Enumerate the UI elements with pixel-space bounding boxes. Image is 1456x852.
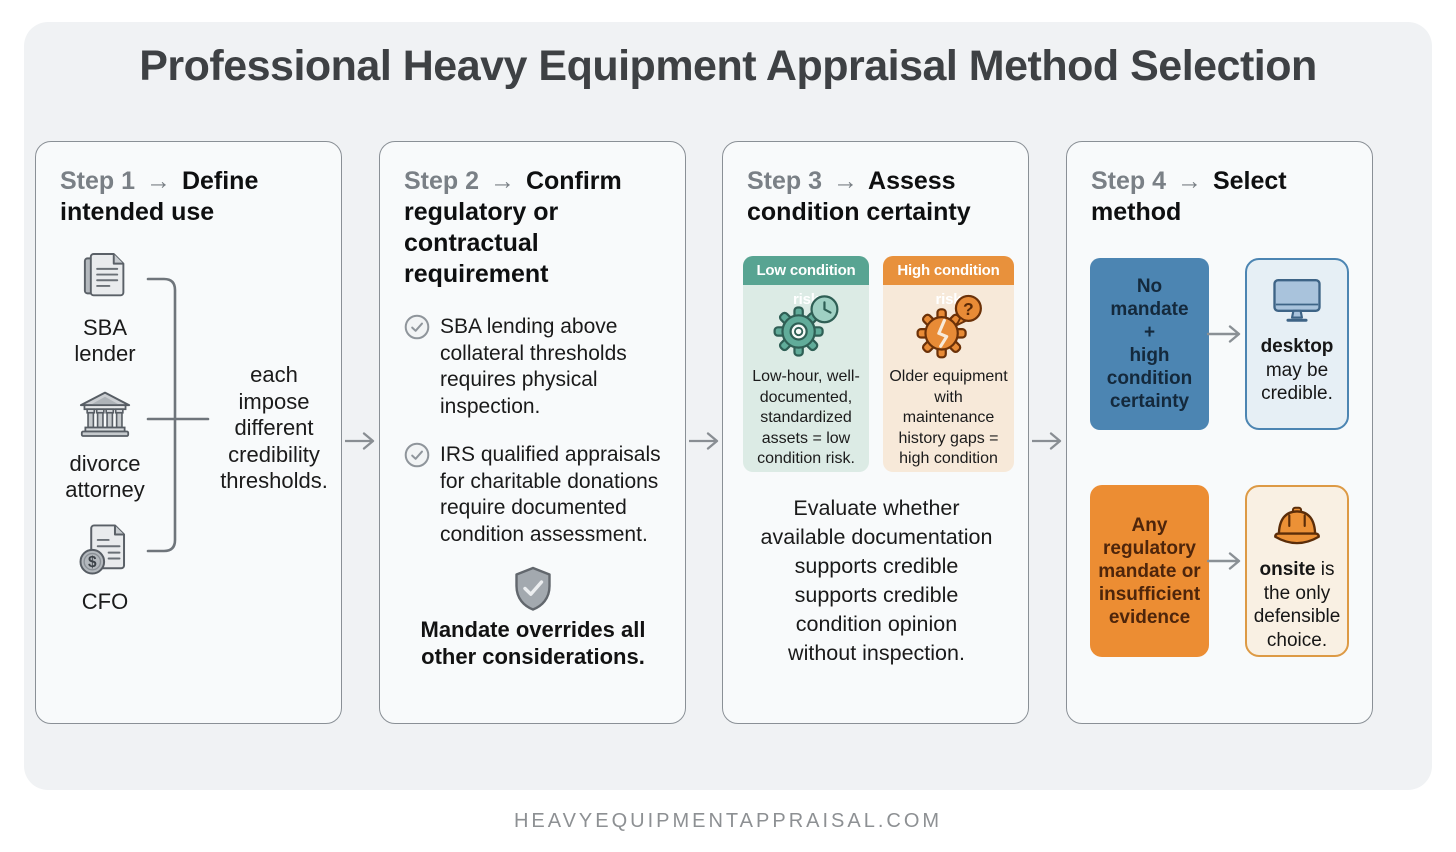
- step-4-card: Step 4 → Select method No mandate + high…: [1066, 141, 1373, 724]
- documents-icon: [62, 246, 148, 309]
- condition-box-no-mandate: No mandate + high condition certainty: [1090, 258, 1209, 430]
- method-rest: is the only defensible choice.: [1253, 559, 1341, 651]
- method-rest: may be credible.: [1261, 359, 1333, 405]
- page-title: Professional Heavy Equipment Appraisal M…: [139, 42, 1317, 90]
- step-2-title-text: Confirm regulatory or contractual requir…: [404, 167, 622, 288]
- low-risk-header: Low condition risk: [743, 256, 869, 308]
- low-risk-text: Low-hour, well- documented, standardized…: [752, 368, 860, 467]
- step-4-title: Step 4 → Select method: [1091, 166, 1345, 228]
- arrow-glyph: →: [145, 167, 171, 195]
- stakeholder-divorce-attorney: divorce attorney: [62, 390, 148, 503]
- step-3-label: Step 3: [747, 167, 823, 195]
- step-4-label: Step 4: [1091, 167, 1167, 195]
- step-3-title-text: Assess condition certainty: [747, 167, 971, 226]
- check-circle-icon: [404, 314, 430, 345]
- step-3-note: Evaluate whether available documentation…: [760, 496, 993, 665]
- step-1-note: each impose different credibility thresh…: [220, 362, 328, 493]
- stakeholder-sba-lender: SBA lender: [62, 246, 148, 367]
- hardhat-icon: [1268, 500, 1326, 555]
- flow-arrow-icon: [345, 432, 375, 450]
- stakeholder-cfo: $ CFO: [62, 520, 148, 615]
- arrow-glyph: →: [832, 167, 858, 195]
- step-2-title: Step 2 → Confirm regulatory or contractu…: [404, 166, 658, 290]
- high-condition-risk-box: High condition risk ? Older equipment wi…: [883, 256, 1014, 472]
- flow-arrow-icon: [689, 432, 719, 450]
- desktop-icon: [1268, 273, 1326, 332]
- gear-question-icon: ?: [883, 289, 1014, 366]
- step-3-card: Step 3 → Assess condition certainty Low …: [722, 141, 1029, 724]
- stakeholder-label: SBA lender: [74, 315, 136, 366]
- gear-clock-icon: [743, 289, 869, 366]
- shield-check-icon: [380, 566, 685, 617]
- stakeholder-label: divorce attorney: [65, 451, 145, 502]
- step-4-title-text: Select method: [1091, 167, 1287, 226]
- method-box-desktop: desktop may be credible.: [1245, 258, 1349, 430]
- step-1-card: Step 1 → Define intended use SBA lender: [35, 141, 342, 724]
- invoice-dollar-icon: $: [62, 520, 148, 583]
- step-1-title: Step 1 → Define intended use: [60, 166, 314, 228]
- method-text: onsite is the only defensible choice.: [1247, 558, 1347, 652]
- right-arrow-icon: [1207, 325, 1241, 343]
- step-1-label: Step 1: [60, 167, 136, 195]
- step-2-statement: Mandate overrides all other consideratio…: [420, 617, 646, 669]
- bullet-text: SBA lending above collateral thresholds …: [440, 315, 627, 418]
- step-2-card: Step 2 → Confirm regulatory or contractu…: [379, 141, 686, 724]
- svg-text:$: $: [88, 554, 97, 571]
- low-condition-risk-box: Low condition risk Low-hour, well- docum…: [743, 256, 869, 472]
- arrow-glyph: →: [1176, 167, 1202, 195]
- high-risk-text: Older equipment with maintenance history…: [889, 368, 1008, 472]
- condition-box-any-mandate: Any regulatory mandate or insufficient e…: [1090, 485, 1209, 657]
- bracket-connector: [146, 277, 210, 553]
- stakeholder-label: CFO: [81, 589, 129, 614]
- flow-arrow-icon: [1032, 432, 1062, 450]
- right-arrow-icon: [1207, 552, 1241, 570]
- method-text: desktop may be credible.: [1247, 335, 1347, 406]
- bank-icon: [62, 390, 148, 445]
- bullet-item: SBA lending above collateral thresholds …: [404, 314, 666, 420]
- svg-text:?: ?: [963, 299, 974, 319]
- website-footer: HEAVYEQUIPMENTAPPRAISAL.COM: [513, 810, 943, 832]
- step-2-label: Step 2: [404, 167, 480, 195]
- step-3-title: Step 3 → Assess condition certainty: [747, 166, 1001, 228]
- condition-text: No mandate + high condition certainty: [1106, 276, 1193, 412]
- check-circle-icon: [404, 442, 430, 473]
- bullet-text: IRS qualified appraisals for charitable …: [440, 443, 661, 546]
- step-1-title-text: Define intended use: [60, 167, 259, 226]
- bullet-item: IRS qualified appraisals for charitable …: [404, 442, 666, 548]
- condition-text: Any regulatory mandate or insufficient e…: [1098, 514, 1201, 628]
- high-risk-header: High condition risk: [883, 256, 1014, 308]
- arrow-glyph: →: [489, 167, 515, 195]
- method-keyword: desktop: [1260, 336, 1334, 357]
- method-box-onsite: onsite is the only defensible choice.: [1245, 485, 1349, 657]
- method-keyword: onsite: [1259, 559, 1316, 580]
